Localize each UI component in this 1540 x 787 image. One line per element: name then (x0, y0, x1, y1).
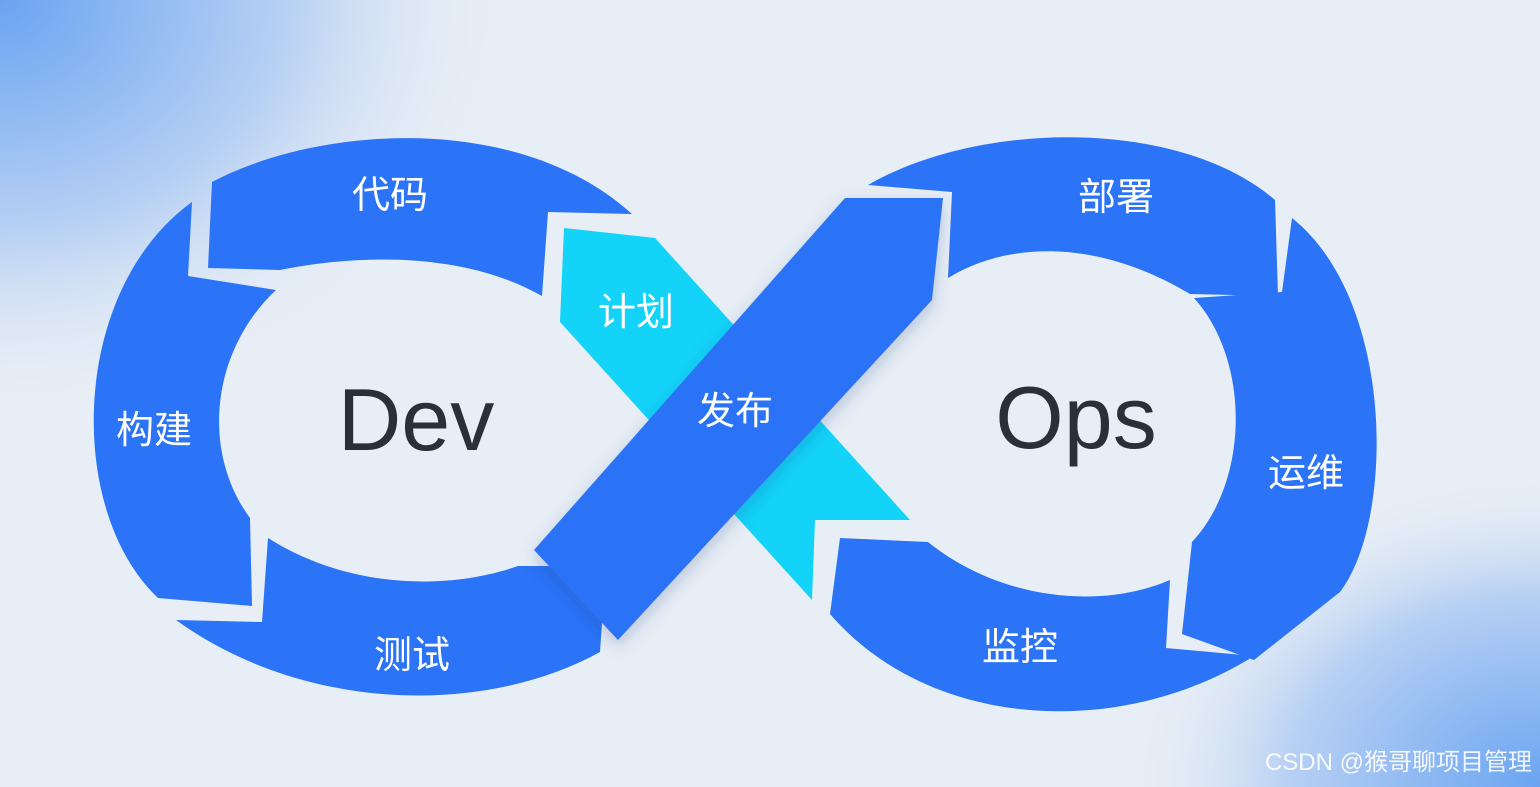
dev-title: Dev (338, 370, 495, 469)
operate-label: 运维 (1268, 451, 1344, 495)
code-label: 代码 (352, 173, 428, 217)
test-segment (176, 538, 606, 696)
release-segment (534, 198, 943, 640)
test-label: 测试 (374, 633, 450, 677)
build-label: 构建 (116, 408, 192, 452)
deploy-segment (868, 137, 1278, 296)
monitor-label: 监控 (982, 625, 1058, 669)
plan-label: 计划 (598, 290, 674, 334)
build-segment (93, 202, 276, 606)
monitor-segment (830, 538, 1254, 712)
operate-segment (1182, 218, 1377, 660)
deploy-label: 部署 (1078, 175, 1154, 219)
code-segment (208, 138, 632, 296)
release-label: 发布 (697, 389, 773, 433)
watermark: CSDN @猴哥聊项目管理 (1264, 749, 1532, 776)
ops-title: Ops (995, 368, 1156, 467)
